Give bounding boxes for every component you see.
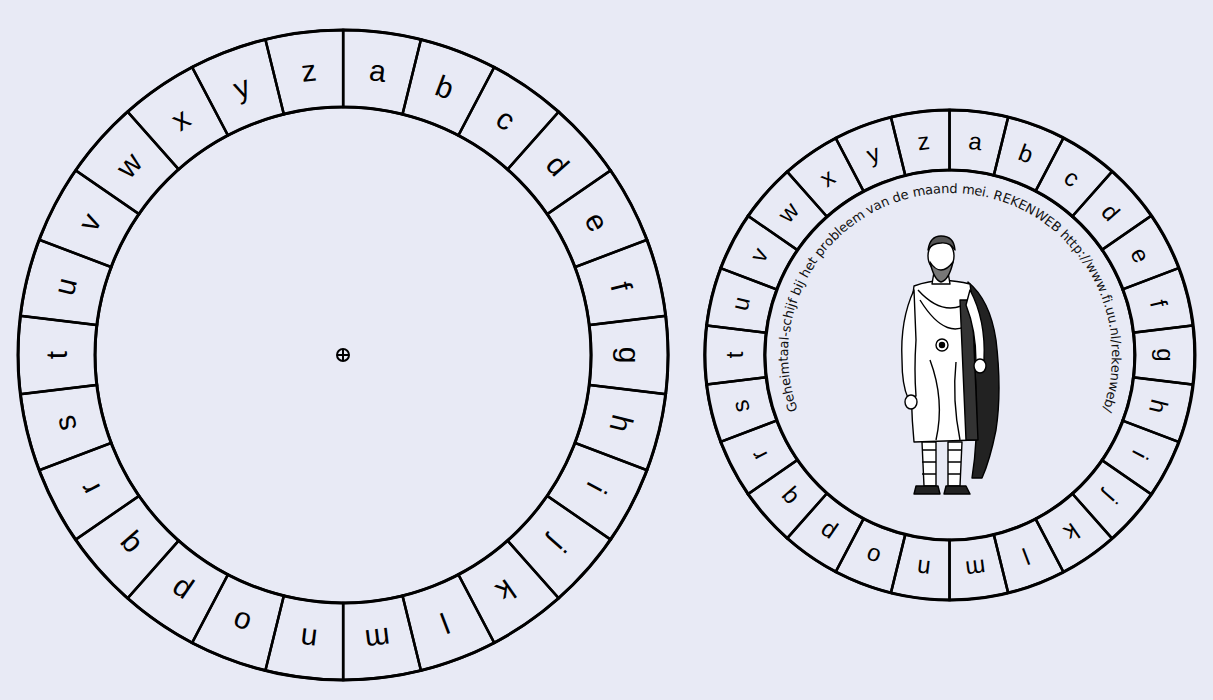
- inner-disk-center: [765, 170, 1135, 540]
- cipher-segment: z: [891, 108, 957, 176]
- caption-character: t: [777, 356, 790, 361]
- caption-character: a: [777, 348, 790, 356]
- cipher-segment: a: [943, 108, 1009, 176]
- cipher-segment: a: [334, 28, 421, 116]
- segment-letter: b: [431, 70, 457, 104]
- segment-letter: f: [1146, 297, 1171, 309]
- segment-letter: d: [541, 149, 575, 181]
- cipher-segment: g: [1134, 325, 1195, 384]
- segment-letter: s: [48, 413, 81, 435]
- curved-caption: Geheimtaal-schijf bij het probleem van d…: [777, 182, 1123, 528]
- segment-letter: v: [746, 244, 773, 266]
- segment-letter: a: [968, 129, 984, 154]
- segment-letter: e: [1127, 244, 1154, 267]
- segment-letter: k: [491, 574, 520, 607]
- segment-letter: m: [363, 623, 391, 656]
- segment-letter: y: [229, 70, 254, 103]
- segment-letter: c: [491, 103, 520, 136]
- inner-disk: [705, 110, 1195, 600]
- cipher-segment: m: [943, 534, 1009, 602]
- segment-letter: i: [1128, 447, 1152, 463]
- segment-letter: r: [74, 477, 105, 500]
- cipher-segment: z: [265, 28, 352, 116]
- caption-character: e: [1110, 349, 1123, 357]
- segment-letter: m: [965, 555, 988, 581]
- segment-letter: y: [864, 141, 884, 168]
- segment-letter: r: [747, 446, 772, 464]
- caption-character: n: [941, 182, 950, 195]
- segment-letter: l: [1019, 544, 1033, 568]
- segment-letter: u: [728, 294, 754, 313]
- segment-letter: i: [582, 478, 612, 498]
- cipher-segment: t: [705, 325, 766, 384]
- statue-figure: [902, 236, 999, 494]
- segment-letter: t: [723, 352, 747, 359]
- outer-disk-center: [95, 107, 591, 603]
- segment-letter: h: [605, 412, 638, 435]
- segment-letter: p: [165, 574, 196, 608]
- segment-letter: x: [166, 103, 195, 136]
- caption-character: m: [911, 184, 926, 199]
- segment-letter: p: [816, 518, 841, 545]
- segment-letter: e: [580, 207, 614, 236]
- segment-letter: n: [298, 624, 318, 656]
- cipher-segment: n: [891, 534, 957, 602]
- segment-letter: f: [606, 279, 637, 294]
- caption-character: m: [961, 182, 975, 196]
- segment-letter: v: [73, 208, 107, 235]
- segment-letter: o: [228, 606, 254, 640]
- cipher-segment: m: [334, 595, 421, 683]
- segment-letter: d: [1098, 199, 1125, 225]
- segment-letter: c: [1060, 165, 1084, 192]
- segment-letter: h: [1145, 397, 1171, 416]
- caption-character: m: [777, 361, 791, 375]
- segment-letter: l: [436, 608, 453, 638]
- segment-letter: u: [48, 275, 81, 298]
- segment-letter: s: [728, 398, 754, 415]
- segment-letter: q: [776, 485, 803, 511]
- segment-letter: b: [1016, 140, 1037, 167]
- segment-letter: j: [544, 533, 571, 558]
- caption-character: r: [1110, 343, 1123, 349]
- segment-letter: z: [299, 55, 318, 87]
- caption-character: a: [777, 340, 790, 349]
- cipher-segment: t: [18, 316, 97, 394]
- segment-letter: w: [774, 198, 803, 227]
- cipher-segment: n: [265, 595, 352, 683]
- segment-letter: j: [1100, 488, 1122, 508]
- outer-disk: [18, 30, 668, 680]
- segment-letter: n: [916, 556, 932, 581]
- caption-character: a: [924, 183, 934, 197]
- segment-letter: a: [367, 55, 387, 87]
- segment-letter: x: [816, 165, 840, 192]
- segment-letter: q: [112, 529, 146, 561]
- segment-letter: o: [863, 542, 884, 569]
- segment-letter: z: [917, 129, 932, 154]
- segment-letter: k: [1060, 519, 1084, 546]
- caption-character: k: [1110, 357, 1123, 365]
- pivot-mark: [337, 349, 349, 361]
- segment-letter: g: [1153, 348, 1177, 361]
- caption-character: d: [949, 182, 958, 195]
- caption-character: a: [932, 182, 941, 196]
- segment-letter: g: [614, 347, 644, 364]
- segment-letter: w: [110, 147, 147, 183]
- segment-letter: t: [41, 351, 71, 359]
- cipher-segment: g: [589, 316, 668, 394]
